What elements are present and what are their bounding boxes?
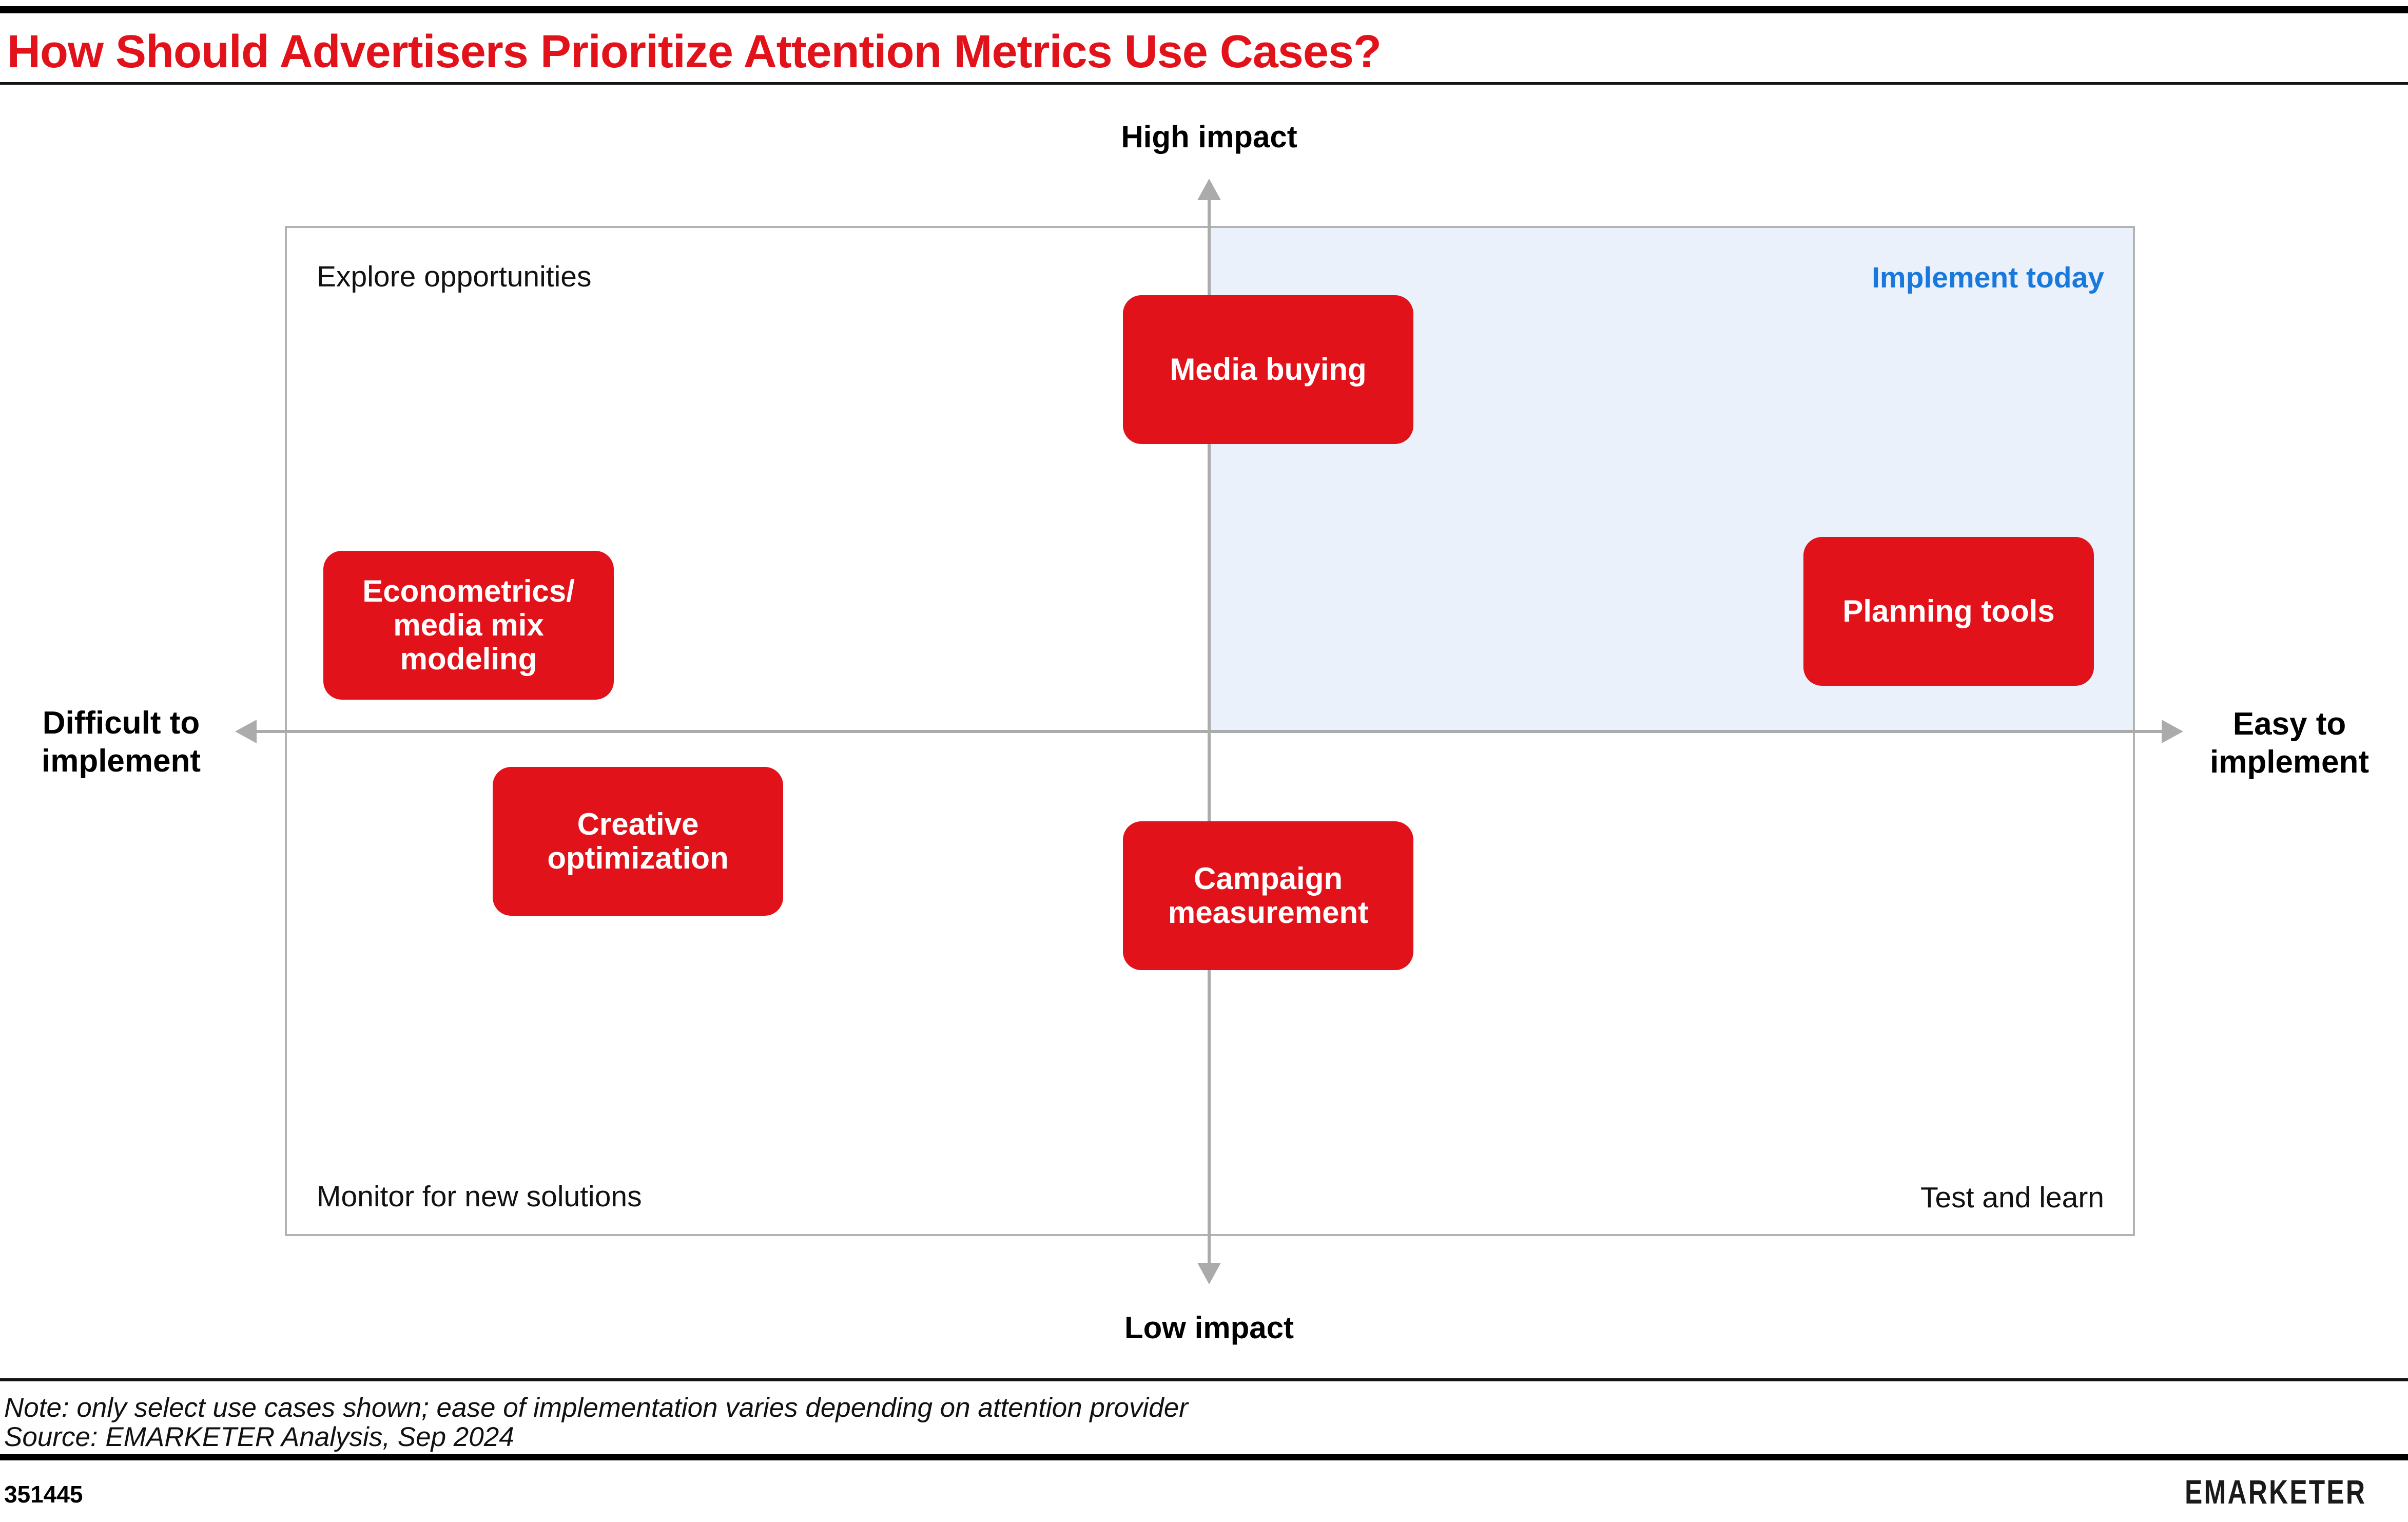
- quadrant-label-monitor-for-new-solutions: Monitor for new solutions: [317, 1180, 642, 1213]
- footer-divider: [0, 1454, 2408, 1460]
- quadrant-label-explore-opportunities: Explore opportunities: [317, 260, 592, 293]
- use-case-econometrics-media-mix-modeling: Econometrics/ media mix modeling: [323, 551, 614, 700]
- note-text: Note: only select use cases shown; ease …: [4, 1393, 1188, 1423]
- source-text: Source: EMARKETER Analysis, Sep 2024: [4, 1422, 514, 1452]
- use-case-creative-optimization: Creative optimization: [493, 767, 783, 916]
- page-title: How Should Advertisers Prioritize Attent…: [7, 26, 1382, 78]
- arrow-left-icon: [235, 720, 257, 743]
- emarketer-wordmark: EMARKETER: [2185, 1473, 2367, 1511]
- axis-label-low-impact: Low impact: [1124, 1311, 1294, 1345]
- arrow-right-icon: [2162, 720, 2183, 743]
- axis-label-high-impact: High impact: [1121, 120, 1297, 154]
- arrow-down-icon: [1197, 1263, 1221, 1284]
- axis-label-easy-to-implement: Easy to implement: [2209, 706, 2370, 780]
- use-case-planning-tools: Planning tools: [1803, 537, 2094, 686]
- chart-id: 351445: [4, 1481, 83, 1508]
- arrow-up-icon: [1197, 179, 1221, 200]
- axis-label-difficult-to-implement: Difficult to implement: [41, 705, 201, 779]
- use-case-media-buying: Media buying: [1123, 295, 1413, 444]
- emarketer-logo: EMARKETER: [2159, 1471, 2404, 1512]
- horizontal-axis-line: [256, 730, 2163, 733]
- use-case-campaign-measurement: Campaign measurement: [1123, 821, 1413, 970]
- quadrant-label-test-and-learn: Test and learn: [1920, 1181, 2104, 1214]
- quadrant-label-implement-today: Implement today: [1872, 261, 2104, 294]
- top-rule: [0, 6, 2408, 13]
- note-divider: [0, 1378, 2408, 1381]
- title-divider: [0, 82, 2408, 85]
